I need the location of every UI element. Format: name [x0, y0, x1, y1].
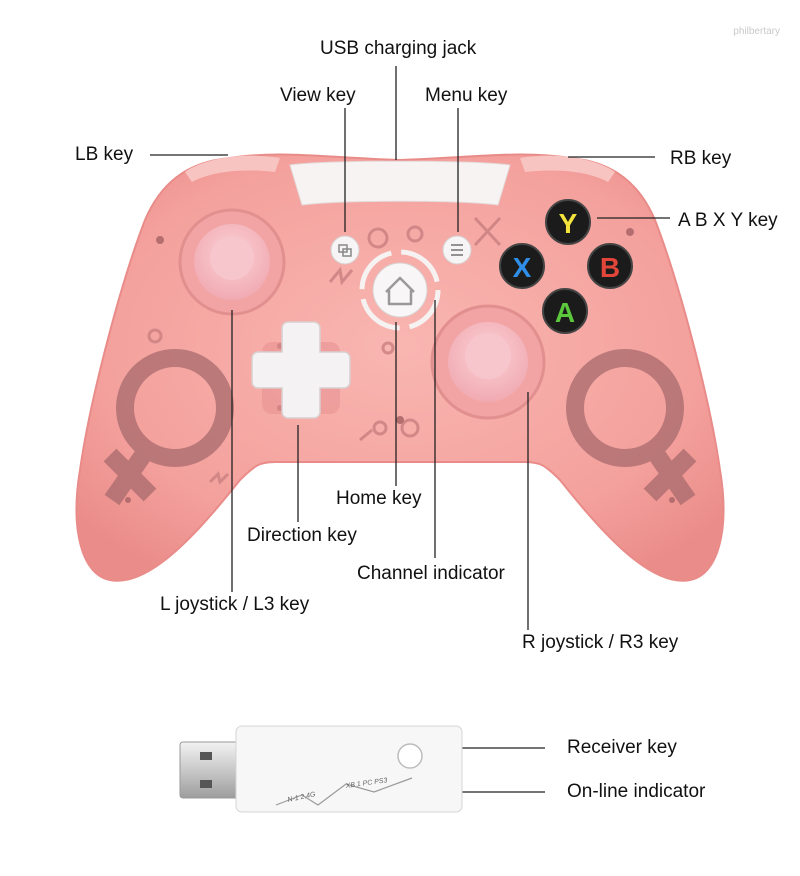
label-menu-key: Menu key	[425, 85, 508, 106]
receiver-key-button	[397, 743, 423, 769]
usb-receiver: XB 1 PC PS3 N-1 2.4G	[179, 725, 463, 813]
left-joystick	[178, 208, 286, 316]
b-button-label: B	[600, 252, 620, 283]
label-receiver-key: Receiver key	[567, 737, 677, 758]
a-button-label: A	[555, 297, 575, 328]
view-key	[330, 235, 360, 265]
home-key	[359, 249, 441, 331]
decorations	[147, 216, 502, 485]
label-home-key: Home key	[336, 488, 422, 509]
label-online-indicator: On-line indicator	[567, 781, 706, 802]
label-right-joystick: R joystick / R3 key	[522, 632, 679, 653]
watermark: philbertary	[733, 26, 780, 37]
rb-bumper	[520, 155, 615, 182]
y-button-label: Y	[559, 208, 578, 239]
direction-pad	[251, 321, 351, 419]
label-direction-key: Direction key	[247, 525, 357, 546]
label-usb-charging-jack: USB charging jack	[320, 38, 477, 59]
label-rb-key: RB key	[670, 148, 732, 169]
label-lb-key: LB key	[75, 144, 134, 165]
menu-key	[442, 235, 472, 265]
label-view-key: View key	[280, 85, 356, 106]
right-joystick	[430, 304, 546, 420]
label-left-joystick: L joystick / L3 key	[160, 594, 310, 615]
x-button-label: X	[513, 252, 532, 283]
top-band	[289, 160, 511, 206]
face-buttons: Y X B A	[499, 199, 633, 334]
venus-symbol-right	[566, 349, 697, 506]
usb-plug	[179, 741, 241, 799]
label-abxy-key: A B X Y key	[678, 210, 778, 231]
label-channel-indicator: Channel indicator	[357, 563, 505, 584]
venus-symbol-left	[103, 349, 234, 506]
receiver-body	[235, 725, 463, 813]
controller: Y X B A	[75, 153, 725, 582]
callout-lines	[150, 66, 670, 793]
lb-bumper	[185, 155, 280, 182]
